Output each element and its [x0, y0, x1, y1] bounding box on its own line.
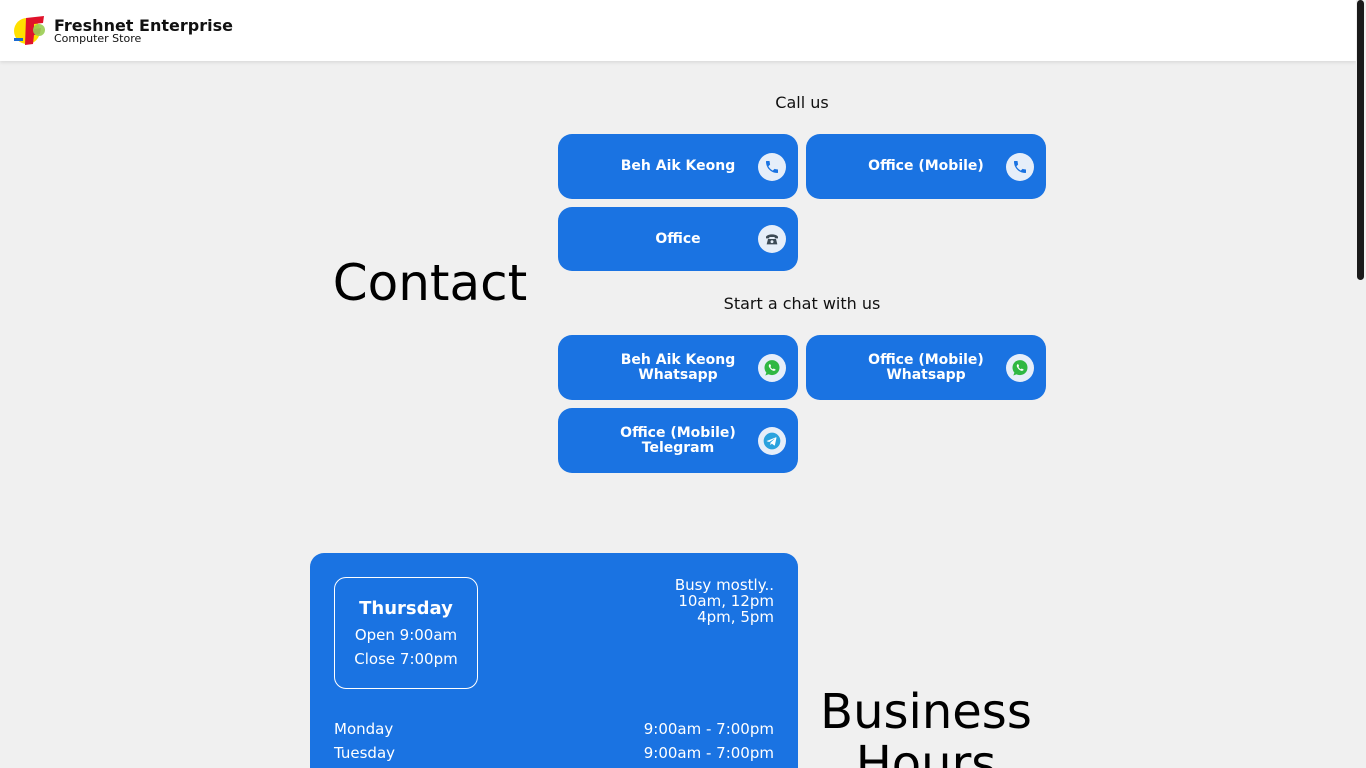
schedule-day: Monday — [334, 720, 394, 738]
busy-times: Busy mostly.. 10am, 12pm 4pm, 5pm — [674, 576, 774, 626]
button-label: Office (Mobile) Whatsapp — [868, 351, 984, 383]
brand-name[interactable]: Freshnet Enterprise — [54, 16, 233, 35]
telegram-icon — [758, 426, 786, 455]
button-label: Office (Mobile) — [868, 158, 984, 174]
whatsapp-office-mobile-button[interactable]: Office (Mobile) Whatsapp — [806, 335, 1046, 400]
schedule-time: 9:00am - 7:00pm — [643, 720, 774, 738]
call-us-label: Call us — [775, 93, 829, 112]
telegram-office-mobile-button[interactable]: Office (Mobile) Telegram — [558, 408, 798, 473]
today-hours-box: Thursday Open 9:00am Close 7:00pm — [334, 577, 478, 689]
contact-heading: Contact — [332, 254, 528, 312]
brand-subtitle: Computer Store — [54, 32, 142, 45]
business-hours-heading: Business Hours — [820, 684, 1032, 768]
business-hours-card: Thursday Open 9:00am Close 7:00pm Busy m… — [310, 553, 798, 768]
whatsapp-beh-aik-keong-button[interactable]: Beh Aik Keong Whatsapp — [558, 335, 798, 400]
button-label: Office — [655, 230, 701, 247]
phone-icon — [1006, 152, 1034, 181]
today-day: Thursday — [359, 598, 453, 619]
call-office-mobile-button[interactable]: Office (Mobile) — [806, 134, 1046, 199]
phone-icon — [758, 152, 786, 181]
store-logo[interactable] — [13, 14, 47, 46]
call-beh-aik-keong-button[interactable]: Beh Aik Keong — [558, 134, 798, 199]
call-office-button[interactable]: Office — [558, 207, 798, 271]
today-open-time: Open 9:00am — [354, 626, 458, 644]
page-scrollbar[interactable] — [1356, 0, 1366, 768]
scrollbar-thumb[interactable] — [1357, 0, 1364, 280]
button-label: Office (Mobile) Telegram — [620, 424, 736, 456]
chat-label: Start a chat with us — [723, 294, 881, 313]
schedule-time: 9:00am - 7:00pm — [643, 744, 774, 762]
schedule-day: Tuesday — [334, 744, 396, 762]
whatsapp-icon — [1006, 353, 1034, 382]
button-label: Beh Aik Keong — [620, 158, 736, 174]
button-label: Beh Aik Keong Whatsapp — [620, 351, 736, 383]
whatsapp-icon — [758, 353, 786, 382]
today-close-time: Close 7:00pm — [354, 650, 458, 668]
telephone-icon — [758, 225, 786, 253]
header: Freshnet Enterprise Computer Store — [0, 0, 1356, 61]
